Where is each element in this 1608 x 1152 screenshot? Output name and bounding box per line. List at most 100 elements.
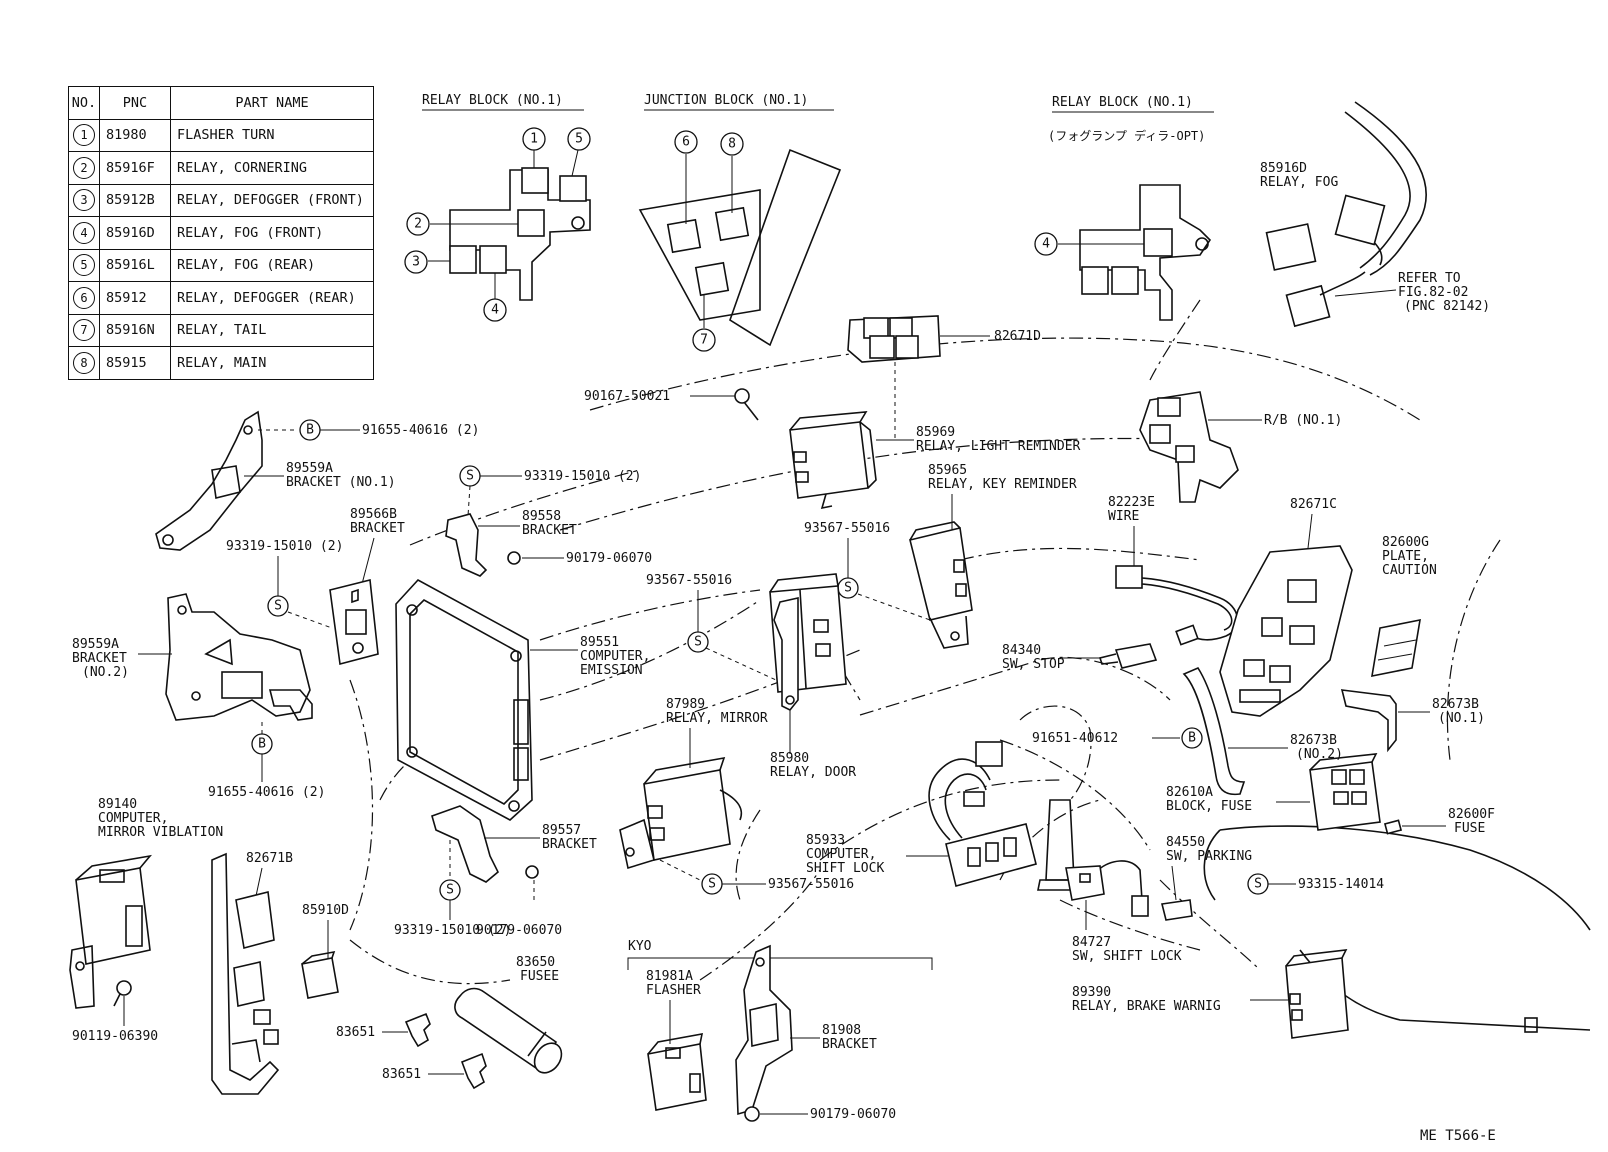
relay-8 — [714, 206, 750, 242]
label-82600f-name: FUSE — [1454, 821, 1485, 836]
fuse-block-cell — [1261, 617, 1283, 637]
inset-title: JUNCTION BLOCK (NO.1) — [644, 93, 808, 108]
computer-bracket — [69, 945, 95, 1009]
fog-relay — [1265, 223, 1317, 271]
relay-opt — [1111, 266, 1139, 295]
callout-3-text: 3 — [412, 255, 420, 270]
legend-row: 8 85915 RELAY, MAIN — [68, 346, 374, 380]
holder-clip — [233, 961, 265, 1007]
bracket-flange — [211, 465, 241, 499]
relay-cell — [863, 317, 889, 339]
legend-row-name: RELAY, FOG (REAR) — [170, 248, 374, 282]
label-85916d-name: RELAY, FOG — [1260, 175, 1338, 190]
legend-row-number: 1 — [73, 124, 95, 147]
label-91651: 91651-40612 — [1032, 731, 1118, 746]
rb-relay — [1175, 445, 1195, 463]
ecu-lid — [409, 599, 519, 805]
label-93315: 93315-14014 — [1298, 877, 1384, 892]
label-89566b: 89566B — [350, 507, 397, 522]
legend-header-no: NO. — [68, 86, 100, 120]
inset-title: RELAY BLOCK (NO.1) — [1052, 95, 1193, 110]
computer-socket — [99, 869, 125, 883]
legend-row: 4 85916D RELAY, FOG (FRONT) — [68, 216, 374, 250]
wire-terminal — [1175, 624, 1199, 646]
label-82673b-2: 82673B — [1290, 733, 1337, 748]
marker-s-text: S — [274, 599, 282, 614]
wire — [1141, 577, 1239, 641]
rb-relay — [1157, 397, 1181, 417]
relay-cell — [869, 335, 895, 359]
label-89551-line3: EMISSION — [580, 663, 643, 678]
legend-header-row: NO. PNC PART NAME — [68, 86, 374, 120]
label-82223e-name: WIRE — [1108, 509, 1139, 524]
callout-6-text: 6 — [682, 135, 690, 150]
label-82600f: 82600F — [1448, 807, 1495, 822]
relay-body — [1285, 957, 1349, 1039]
part-83650: 83650 FUSEE — [454, 955, 563, 1074]
label-refer: REFER TO — [1398, 271, 1461, 286]
callout-1 — [522, 127, 546, 151]
callout-4-text: 4 — [491, 303, 499, 318]
dotted-guide — [857, 593, 931, 621]
harness-line — [349, 679, 374, 931]
fog-connector-2 — [1285, 284, 1331, 328]
callout-7 — [692, 328, 716, 352]
label-81981a: 81981A — [646, 969, 693, 984]
marker-s-text: S — [844, 581, 852, 596]
flasher-top — [647, 1033, 704, 1055]
bracket-82673b-1 — [1340, 689, 1397, 753]
legend-row: 7 85916N RELAY, TAIL — [68, 313, 374, 347]
part-82600g: 82600G PLATE, CAUTION — [1371, 535, 1437, 678]
bracket-body — [155, 410, 263, 551]
shift-lock-connector — [1131, 895, 1149, 917]
dashboard-outline — [1203, 825, 1591, 1033]
label-84727-name: SW, SHIFT LOCK — [1072, 949, 1182, 964]
relay-6 — [666, 218, 702, 254]
label-84340: 84340 — [1002, 643, 1041, 658]
label-93319-b: 93319-15010 (2) — [226, 539, 343, 554]
relay-body — [301, 957, 339, 999]
part-rb-no1: R/B (NO.1) — [1139, 391, 1342, 503]
label-93567-a: 93567-55016 — [804, 521, 890, 536]
figure-code: ME T566-E — [1420, 1128, 1496, 1144]
fog-harness — [1354, 101, 1427, 276]
label-82671d: 82671D — [994, 329, 1041, 344]
relay-terminal — [647, 805, 663, 819]
label-81908-name: BRACKET — [822, 1037, 877, 1052]
legend-row-number: 3 — [73, 189, 95, 212]
legend-row-pnc: 81980 — [99, 118, 171, 152]
label-81908: 81908 — [822, 1023, 861, 1038]
legend-header-name: PART NAME — [170, 86, 374, 120]
label-85969-name: RELAY, LIGHT REMINDER — [916, 439, 1081, 454]
relay-cell — [895, 335, 919, 359]
label-93319-c: 93319-15010 (2) — [394, 923, 511, 938]
marker-b-text: B — [1188, 731, 1196, 746]
dashboard-tab — [1524, 1017, 1538, 1033]
fuse-block-cell — [1287, 579, 1317, 603]
relay-opt — [1081, 266, 1109, 295]
label-refer-fig: FIG.82-02 — [1398, 285, 1468, 300]
part-89559a-no2: 89559A BRACKET (NO.2) B 91655-40616 (2) — [72, 593, 325, 800]
stop-switch — [1114, 643, 1158, 669]
callout-2 — [406, 212, 430, 236]
relay-terminal — [815, 643, 831, 657]
label-84550-name: SW, PARKING — [1166, 849, 1252, 864]
label-90179-c: 90179-06070 — [810, 1107, 896, 1122]
ecu-body — [395, 578, 533, 821]
part-89390: 89390 RELAY, BRAKE WARNIG — [1072, 949, 1349, 1039]
fog-harness — [1344, 111, 1411, 269]
part-82671b: 82671B — [211, 851, 293, 1095]
legend-row-pnc: 85912B — [99, 183, 171, 217]
label-89140-line3: MIRROR VIBLATION — [98, 825, 223, 840]
marker-b-text: B — [258, 737, 266, 752]
legend-row-number: 7 — [73, 319, 95, 342]
label-87989: 87989 — [666, 697, 705, 712]
label-93567-c: 93567-55016 — [768, 877, 854, 892]
callout-4 — [483, 298, 507, 322]
label-89390-name: RELAY, BRAKE WARNIG — [1072, 999, 1221, 1014]
switch-tab — [1079, 873, 1091, 883]
part-89559a-no1: B 91655-40616 (2) 89559A BRACKET (NO.1) — [155, 410, 479, 551]
computer-connector — [125, 905, 143, 947]
fusee-cap — [533, 1042, 563, 1074]
